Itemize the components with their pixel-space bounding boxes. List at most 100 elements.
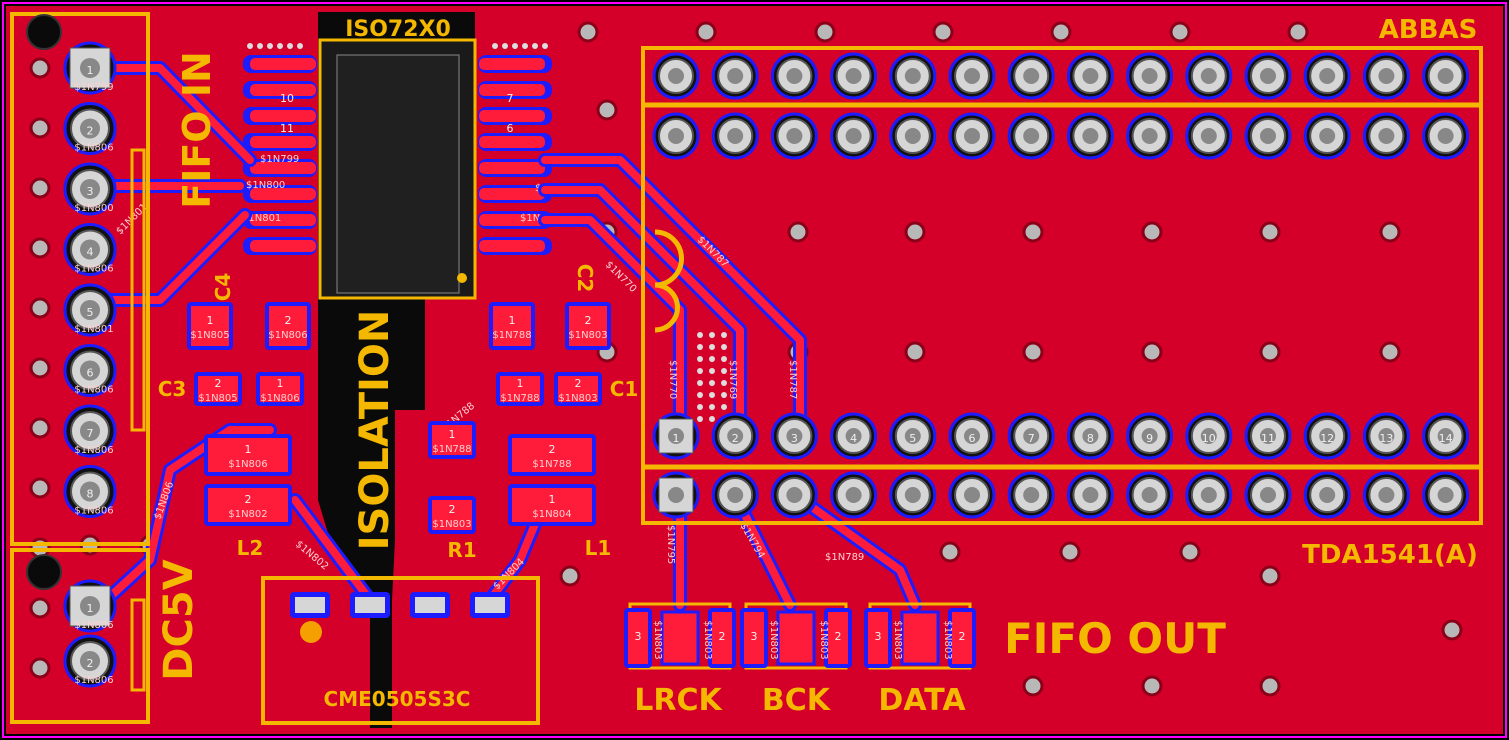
dac-top-pin-hole xyxy=(1023,68,1040,84)
fifo-in-pin-number: 2 xyxy=(87,125,94,138)
dac-upper-pin-hole xyxy=(1319,128,1336,144)
dac-upper-pin-hole xyxy=(1141,128,1158,144)
via xyxy=(1287,21,1309,43)
isolator-pad-left-copper xyxy=(250,240,316,252)
dac-bottom-pin-number: 5 xyxy=(909,432,916,445)
dac-bottom-pin-hole xyxy=(1023,428,1040,444)
dac-lower-pin-hole xyxy=(1319,487,1336,503)
small-via xyxy=(721,404,727,410)
fifo-in-pin-net: $1N799 xyxy=(74,82,113,93)
dac-top-pin-hole xyxy=(845,68,862,84)
isolator-pad-left-copper xyxy=(250,58,316,70)
dac-top-pin-hole xyxy=(904,68,921,84)
c1-pad-number: 1 xyxy=(517,377,524,390)
l2-pad-number: 2 xyxy=(245,493,252,506)
dac-bottom-pin-hole xyxy=(1319,428,1336,444)
l1-pad xyxy=(512,438,592,472)
l2-pad-net: $1N802 xyxy=(228,509,267,520)
via xyxy=(29,117,51,139)
c1-pad-number: 2 xyxy=(575,377,582,390)
isolator-chip-label: ISO72X0 xyxy=(345,17,451,42)
l1-pad-net: $1N788 xyxy=(532,459,571,470)
dac-bottom-pin-number: 8 xyxy=(1087,432,1094,445)
dac-top-pin-hole xyxy=(1260,68,1276,84)
fifo-in-pin-net: $1N806 xyxy=(74,143,113,154)
via xyxy=(1141,341,1163,363)
via xyxy=(1059,541,1081,563)
dac-bottom-pin-square xyxy=(658,418,694,454)
trace-net-795: $1N795 xyxy=(665,525,676,564)
fifo-out-pad-number: 3 xyxy=(635,630,642,643)
fifo-out-pad-center xyxy=(776,610,816,666)
small-via xyxy=(709,404,715,410)
via xyxy=(932,21,954,43)
dac-top-pin-hole xyxy=(1437,68,1454,84)
small-via xyxy=(721,356,727,362)
c4-pad xyxy=(269,306,307,346)
dac-bottom-pin-hole xyxy=(1437,428,1454,444)
dcdc-pad xyxy=(475,597,505,613)
isolator-pad-right-copper xyxy=(479,240,545,252)
dac-bottom-pin-number: 10 xyxy=(1202,432,1216,445)
dcdc-pad xyxy=(355,597,385,613)
via xyxy=(1379,341,1401,363)
dac-bottom-pin-number: 6 xyxy=(969,432,976,445)
via xyxy=(904,341,926,363)
iso-net-left-1: $1N799 xyxy=(260,154,299,165)
dac-upper-pin-hole xyxy=(845,128,862,144)
dac-bottom-pin-hole xyxy=(1141,428,1158,444)
dac-bottom-pin-hole xyxy=(727,428,744,444)
fifo-in-pin-hole xyxy=(80,58,100,78)
fifo-in-pin-hole xyxy=(80,360,100,381)
dac-lower-pin-hole xyxy=(668,487,684,503)
small-via xyxy=(297,43,303,49)
iso-net-left-3: $1N801 xyxy=(242,213,281,224)
iso-pin-label-10: 10 xyxy=(280,92,294,105)
small-via xyxy=(697,356,703,362)
l1-pad-number: 1 xyxy=(549,493,556,506)
fifo-out-pad-right xyxy=(828,612,848,664)
isolator-pad-right-copper xyxy=(479,58,545,70)
r1-pad xyxy=(432,425,472,455)
fifo-in-pin-number: 8 xyxy=(87,488,94,501)
small-via xyxy=(721,344,727,350)
dac-upper-pin-hole xyxy=(786,128,803,144)
via xyxy=(939,541,961,563)
small-via xyxy=(697,404,703,410)
dcdc-pad xyxy=(415,597,445,613)
fifo-in-pin-hole xyxy=(80,481,100,502)
isolator-pad-left-copper xyxy=(250,84,316,96)
c2-pad-net: $1N803 xyxy=(568,330,607,341)
fifo-in-pin-net: $1N806 xyxy=(74,385,113,396)
r1-pad-net: $1N788 xyxy=(432,444,471,455)
small-via xyxy=(721,380,727,386)
via xyxy=(904,221,926,243)
fifo-in-pin-net: $1N806 xyxy=(74,506,113,517)
via xyxy=(1259,221,1281,243)
c2-pad xyxy=(569,306,607,346)
fifo-out-pad-number: 2 xyxy=(959,630,966,643)
dac-bottom-pin-hole xyxy=(1200,428,1217,444)
dac-chip-label: TDA1541(A) xyxy=(1302,540,1478,570)
dcdc-module xyxy=(261,576,540,725)
via xyxy=(559,565,581,587)
via xyxy=(1259,565,1281,587)
via xyxy=(29,597,51,619)
isolator-pad-left-copper xyxy=(250,214,316,226)
r1-pad xyxy=(432,500,472,530)
c1-pad xyxy=(558,376,598,402)
via xyxy=(1022,341,1044,363)
c3-pad-number: 2 xyxy=(215,377,222,390)
isolator-pads xyxy=(243,55,552,255)
l2-pad xyxy=(208,488,288,522)
small-via xyxy=(721,368,727,374)
isolator-pad-right-copper xyxy=(479,214,545,226)
dac-bottom-pin-number: 2 xyxy=(732,432,739,445)
fifo-out-pad-center xyxy=(660,610,700,666)
via xyxy=(1441,619,1463,641)
small-via xyxy=(709,356,715,362)
dac-bottom-pin-hole xyxy=(964,428,980,444)
dac-upper-pin-hole xyxy=(1437,128,1454,144)
